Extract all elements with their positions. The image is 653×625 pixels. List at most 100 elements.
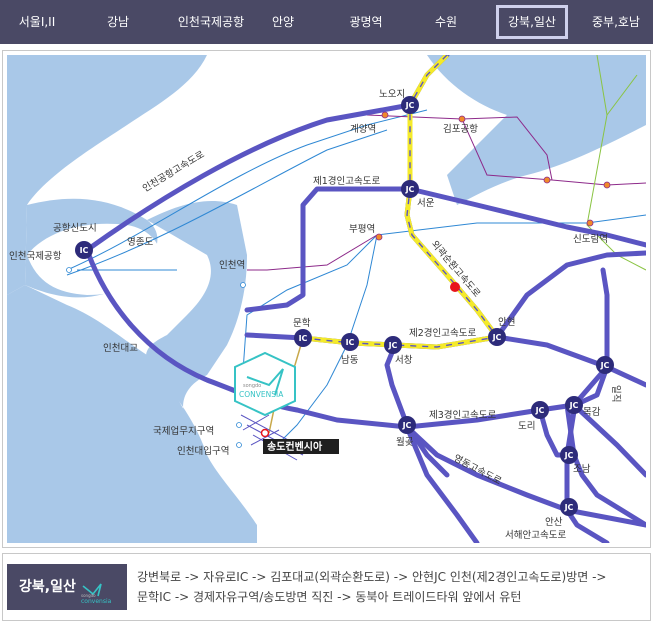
- station-markers: [66, 111, 611, 448]
- station-gimpo: [458, 115, 466, 123]
- subway-line-gyeongin: [376, 214, 646, 236]
- svg-text:IC: IC: [346, 338, 355, 347]
- jc-anhyeon[interactable]: JC: [488, 328, 506, 346]
- jc-wolgot[interactable]: JC: [398, 416, 416, 434]
- convensia-badge-logo-icon: songdo convensia: [81, 583, 112, 604]
- nav-tab-seoul[interactable]: 서울I,II: [18, 15, 56, 29]
- jc-seochang[interactable]: JC: [384, 336, 402, 354]
- subway-line-1: [66, 109, 428, 271]
- subway-line-purple-2: [551, 179, 646, 186]
- convensia-marker: [260, 428, 270, 438]
- label-munhak: 문학: [293, 318, 311, 329]
- label-incheon-airport: 인천국제공항: [9, 251, 62, 262]
- label-jonam: 조남: [573, 464, 591, 475]
- route-nav: 서울I,II 강남 인천국제공항 안양 광명역 수원 강북,일산 중부,호남: [0, 0, 653, 44]
- station-bupyeong: [375, 233, 383, 241]
- nav-tab-anyang[interactable]: 안양: [271, 15, 295, 29]
- label-gyeongin2: 제2경인고속도로: [409, 327, 476, 339]
- gyeongin-1-expressway: [244, 186, 413, 313]
- label-singil: 신도림역: [573, 233, 608, 245]
- label-ansan: 안산: [545, 517, 563, 528]
- station-sindorim: [586, 219, 594, 227]
- jc-ilsik[interactable]: JC: [596, 356, 614, 374]
- jc-mokgam[interactable]: JC: [565, 396, 583, 414]
- nav-tab-jungbu-honam[interactable]: 중부,호남: [592, 15, 640, 29]
- svg-text:CONVENSIA: CONVENSIA: [239, 390, 284, 399]
- jc-seowoon[interactable]: JC: [401, 180, 419, 198]
- station-2: [603, 181, 611, 189]
- convensia-logo: songdo CONVENSIA: [234, 351, 296, 417]
- label-gyeongin1: 제1경인고속도로: [313, 175, 380, 187]
- label-airport-expressway: 인천공항고속도로: [141, 149, 207, 195]
- label-incheon-univ: 인천대입구역: [177, 445, 229, 457]
- nav-tab-suwon[interactable]: 수원: [434, 15, 458, 29]
- nav-tab-gangbuk-ilsan[interactable]: 강북,일산: [496, 5, 568, 39]
- label-dori: 도리: [518, 421, 535, 432]
- svg-text:JC: JC: [405, 101, 415, 110]
- ic-namdong[interactable]: IC: [341, 333, 359, 351]
- label-mokgam: 목감: [583, 406, 601, 418]
- label-seowoon: 서운: [417, 198, 435, 209]
- label-free-zone: 국제업무지구역: [153, 425, 214, 437]
- label-airport-newtown: 공항신도시: [53, 223, 97, 234]
- directions-line-2: 문학IC -> 경제자유구역/송도방면 직진 -> 동북아 트레이드타워 앞에서…: [137, 590, 522, 604]
- ic-munhak[interactable]: IC: [294, 329, 312, 347]
- svg-text:JC: JC: [388, 341, 398, 350]
- station-free-zone: [236, 422, 242, 428]
- jc-ansan[interactable]: JC: [560, 498, 578, 516]
- svg-text:songdo: songdo: [243, 383, 261, 389]
- directions-badge: 강북,일산 songdo convensia: [7, 564, 127, 610]
- label-yeongjongdo: 영종도: [127, 237, 153, 248]
- label-namdong: 남동: [341, 355, 359, 366]
- svg-text:JC: JC: [405, 185, 415, 194]
- convensia-label-bg: [263, 439, 339, 454]
- ic-airport[interactable]: IC: [75, 241, 93, 259]
- highway-anhyeon-east: [494, 334, 646, 388]
- sea-yeongjong-west: [146, 200, 247, 455]
- subway-line-purple-3: [461, 118, 553, 181]
- svg-text:JC: JC: [600, 361, 610, 370]
- station-incheon: [240, 282, 246, 288]
- route-map: JC JC IC IC IC JC JC JC JC JC JC JC JC 노…: [7, 55, 646, 543]
- convensia-label: 송도컨벤시아: [267, 440, 323, 453]
- destination-marker: [450, 282, 460, 292]
- svg-text:JC: JC: [564, 451, 574, 460]
- station-incheon-airport: [66, 267, 72, 273]
- directions-line-1: 강변북로 -> 자유로IC -> 김포대교(외곽순환도로) -> 안현JC 인천…: [137, 570, 607, 584]
- station-gyeyang: [381, 111, 389, 119]
- label-bupyeong: 부평역: [349, 224, 375, 235]
- svg-text:convensia: convensia: [81, 598, 112, 604]
- highway-anhyeon-north: [494, 250, 646, 340]
- directions-text: 강변북로 -> 자유로IC -> 김포대교(외곽순환도로) -> 안현JC 인천…: [137, 567, 642, 607]
- recommended-route-dash: [302, 55, 499, 348]
- label-gyeongin3: 제3경인고속도로: [429, 409, 496, 421]
- jc-dori[interactable]: JC: [531, 401, 549, 419]
- nav-tab-incheon-airport[interactable]: 인천국제공항: [177, 15, 245, 29]
- highway-ansan-east: [564, 507, 646, 528]
- subway-line-green: [586, 55, 646, 271]
- yeongdong-expressway: [404, 424, 570, 513]
- label-incheon-bridge: 인천대교: [103, 343, 138, 354]
- station-1: [543, 176, 551, 184]
- incheon-airport-expressway: [84, 102, 413, 253]
- nav-tab-gwangmyeong[interactable]: 광명역: [349, 15, 383, 29]
- subway-line-incheon-2: [271, 234, 378, 451]
- gyeongin-1-east: [407, 186, 646, 248]
- highway-seochang-south: [384, 342, 450, 478]
- label-anhyeon: 안현: [498, 317, 515, 328]
- nav-tab-gangnam[interactable]: 강남: [106, 15, 130, 29]
- subway-line-incheon-1: [241, 234, 378, 386]
- jc-noji[interactable]: JC: [401, 96, 419, 114]
- subway-line-2: [66, 129, 388, 276]
- svg-text:songdo: songdo: [81, 593, 96, 598]
- yeongjong-island: [27, 223, 161, 295]
- junction-badges: JC JC IC IC IC JC JC JC JC JC JC JC JC: [75, 96, 614, 516]
- subway-line-arex: [366, 114, 553, 181]
- highway-mokgam-east: [571, 402, 646, 478]
- directions-panel: 강북,일산 songdo convensia 강변북로 -> 자유로IC -> …: [2, 553, 651, 621]
- subway-line-green-2: [606, 74, 638, 116]
- river-han: [427, 55, 646, 205]
- jc-jonam[interactable]: JC: [560, 446, 578, 464]
- svg-text:IC: IC: [80, 246, 89, 255]
- station-incheon-univ: [236, 442, 242, 448]
